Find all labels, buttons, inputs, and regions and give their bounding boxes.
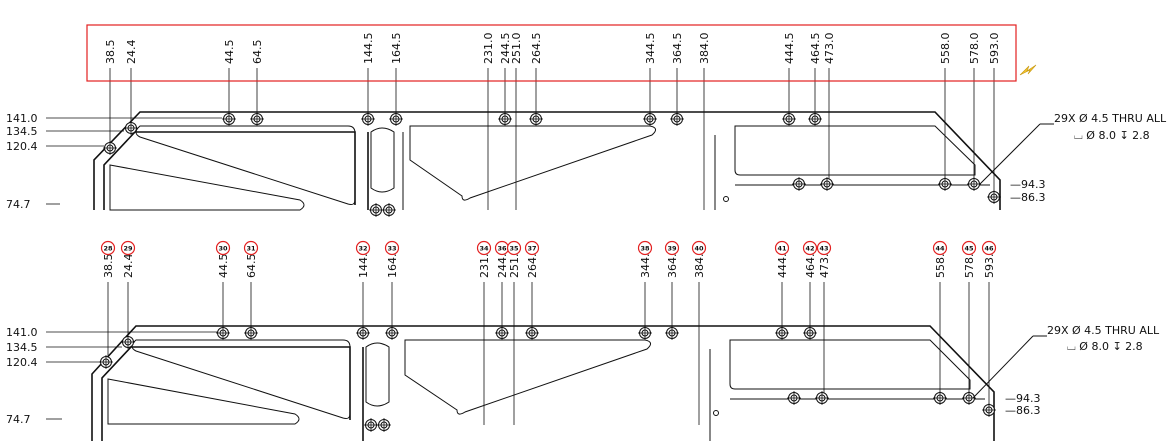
balloon-number: 31 xyxy=(246,244,256,252)
balloon-number: 36 xyxy=(497,244,507,252)
balloon-marker[interactable] xyxy=(384,240,400,256)
top-right-ordinate-label: —94.3 xyxy=(1010,178,1046,191)
balloon-marker[interactable] xyxy=(816,240,832,256)
top-ordinate-label: 578.0 xyxy=(968,33,981,65)
bot-ordinate-label: 44.5 xyxy=(217,254,230,279)
balloon-number: 39 xyxy=(667,244,677,252)
balloon-number: 44 xyxy=(935,244,945,252)
balloon-number: 34 xyxy=(479,244,489,252)
balloon-marker[interactable] xyxy=(664,240,680,256)
selection-highlight-box[interactable] xyxy=(86,24,1017,82)
balloon-number: 29 xyxy=(123,244,133,252)
hole-callout-line2: ⌴ Ø 8.0 ↧ 2.8 xyxy=(1074,129,1150,142)
bot-pocket xyxy=(709,339,971,441)
hole-callout-line1-bottom: 29X Ø 4.5 THRU ALL xyxy=(1047,324,1160,337)
balloon-marker[interactable] xyxy=(802,240,818,256)
top-left-ordinate-label: 134.5 xyxy=(6,125,38,138)
balloon-marker[interactable] xyxy=(981,240,997,256)
bot-pocket xyxy=(131,339,351,419)
top-pocket xyxy=(109,164,305,211)
balloon-number: 30 xyxy=(218,244,228,252)
bot-pocket xyxy=(365,342,390,407)
balloon-marker[interactable] xyxy=(120,240,136,256)
bot-left-ordinate-label: 74.7 xyxy=(6,413,31,426)
top-ordinate-label: 364.5 xyxy=(671,33,684,65)
bot-right-ordinate-label: —94.3 xyxy=(1005,392,1041,405)
bot-pocket xyxy=(404,339,651,415)
balloon-number: 37 xyxy=(527,244,536,252)
balloon-marker[interactable] xyxy=(961,240,977,256)
balloon-number: 32 xyxy=(358,244,367,252)
balloon-marker[interactable] xyxy=(932,240,948,256)
balloon-marker[interactable] xyxy=(476,240,492,256)
hole-callout-line1: 29X Ø 4.5 THRU ALL xyxy=(1054,112,1167,125)
bot-ordinate-label: 24.4 xyxy=(122,254,135,279)
top-ordinate-label: 44.5 xyxy=(223,40,236,65)
top-left-ordinate-label: 120.4 xyxy=(6,140,38,153)
top-pocket xyxy=(714,135,990,210)
balloon-marker[interactable] xyxy=(774,240,790,256)
bot-pocket xyxy=(107,378,300,425)
lightning-icon[interactable] xyxy=(1019,64,1037,76)
balloon-marker[interactable] xyxy=(355,240,371,256)
balloon-number: 40 xyxy=(694,244,704,252)
balloon-number: 45 xyxy=(964,244,974,252)
top-pocket xyxy=(734,125,976,176)
balloon-marker[interactable] xyxy=(524,240,540,256)
top-ordinate-label: 344.5 xyxy=(644,33,657,65)
top-ordinate-label: 251.0 xyxy=(510,33,523,65)
top-left-ordinate-label: 141.0 xyxy=(6,112,38,125)
balloon-number: 38 xyxy=(640,244,650,252)
top-ordinate-label: 244.5 xyxy=(499,33,512,65)
bot-callout-leader xyxy=(972,335,1034,399)
balloon-number: 35 xyxy=(509,244,519,252)
balloon-marker[interactable] xyxy=(637,240,653,256)
balloon-marker[interactable] xyxy=(215,240,231,256)
balloon-number: 41 xyxy=(777,244,787,252)
balloon-marker[interactable] xyxy=(506,240,522,256)
balloon-number: 28 xyxy=(103,244,113,252)
top-ordinate-label: 164.5 xyxy=(390,33,403,65)
top-pocket xyxy=(409,125,656,201)
top-drawing-view: 38.5 24.4 44.5 64.5 144.5 164.5 231.0 244.5251.… xyxy=(6,33,1054,217)
top-ordinate-label: 444.5 xyxy=(783,33,796,65)
top-ordinate-label: 558.0 xyxy=(939,33,952,65)
top-ordinate-label: 24.4 xyxy=(125,40,138,65)
top-ordinate-label: 64.5 xyxy=(251,40,264,65)
bot-left-ordinate-label: 120.4 xyxy=(6,356,38,369)
balloon-number: 42 xyxy=(805,244,814,252)
balloon-number: 46 xyxy=(984,244,994,252)
reference-point-circle xyxy=(723,196,729,202)
top-ordinate-label: 593.0 xyxy=(988,33,1001,65)
balloon-number: 43 xyxy=(819,244,828,252)
top-ordinate-label: 384.0 xyxy=(698,33,711,65)
top-right-ordinate-label: —86.3 xyxy=(1010,191,1046,204)
top-ordinate-label: 144.5 xyxy=(362,33,375,65)
balloon-marker[interactable] xyxy=(691,240,707,256)
top-ordinate-label: 38.5 xyxy=(104,40,117,65)
bot-left-ordinate-label: 141.0 xyxy=(6,326,38,339)
top-pocket xyxy=(370,127,395,193)
top-ordinate-label: 473.0 xyxy=(823,33,836,65)
balloon-marker[interactable] xyxy=(243,240,259,256)
bot-left-ordinate-label: 134.5 xyxy=(6,341,38,354)
top-ordinate-label: 264.5 xyxy=(530,33,543,65)
top-left-ordinate-label: 74.7 xyxy=(6,198,31,211)
bot-right-ordinate-label: —86.3 xyxy=(1005,404,1041,417)
top-ordinate-label: 231.0 xyxy=(482,33,495,65)
reference-point-circle xyxy=(713,410,719,416)
bot-ordinate-label: 64.5 xyxy=(245,254,258,279)
top-callout-leader xyxy=(979,123,1041,185)
hole-callout-line2-bottom: ⌴ Ø 8.0 ↧ 2.8 xyxy=(1067,340,1143,353)
top-ordinate-label: 464.5 xyxy=(809,33,822,65)
top-part-outline xyxy=(93,111,1001,210)
balloon-number: 33 xyxy=(387,244,396,252)
bot-ordinate-label: 38.5 xyxy=(102,254,115,279)
top-pocket xyxy=(135,125,356,205)
balloon-marker[interactable] xyxy=(100,240,116,256)
